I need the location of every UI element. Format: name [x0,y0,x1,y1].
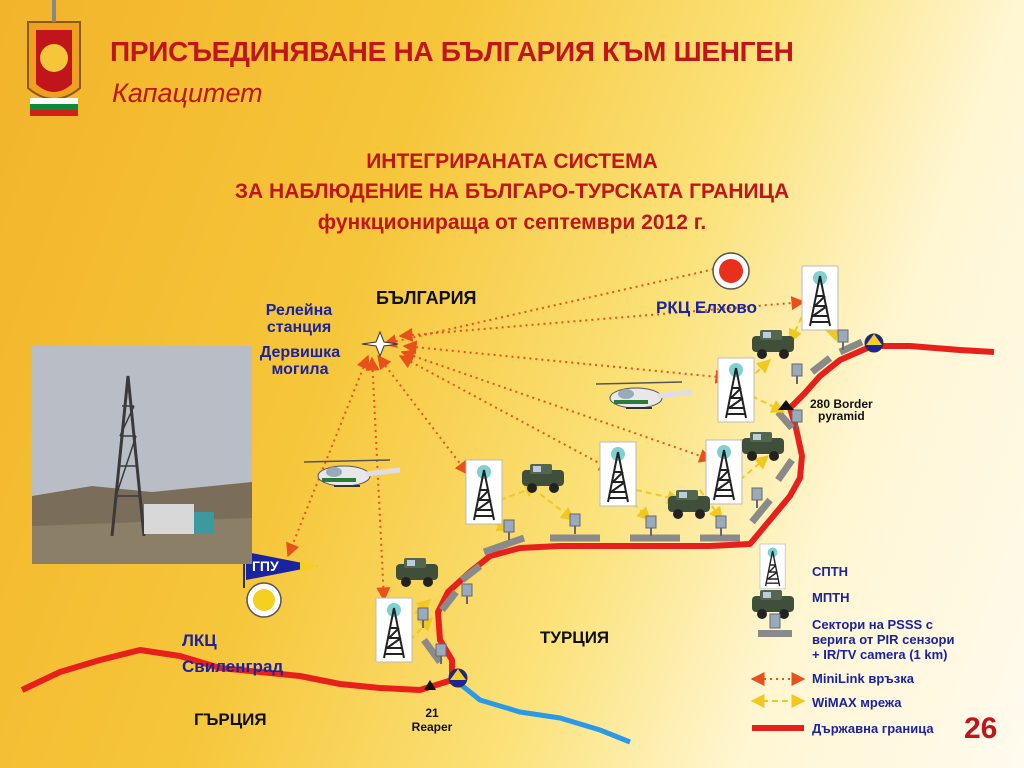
minilink-links [286,261,806,602]
legend-psss: Сектори на PSSS с верига от PIR сензори … [812,617,954,662]
heading-line-3: функционираща от септември 2012 г. [317,211,707,234]
page-subtitle: Капацитет [112,78,263,108]
lkc-label: ЛКЦ Свиленград [182,628,283,680]
legend-psss-line: верига от PIR сензори [812,632,955,647]
pyramid-label-line: pyramid [818,409,865,423]
mptn-vehicle [742,432,784,461]
heading-line-2: ЗА НАБЛЮДЕНИЕ НА БЪЛГАРО-ТУРСКАТА ГРАНИЦ… [234,180,790,203]
page-title: ПРИСЪЕДИНЯВАНЕ НА БЪЛГАРИЯ КЪМ ШЕНГЕН [110,36,794,67]
sptn-tower [717,357,755,423]
lkc-label-line: ЛКЦ [182,631,217,650]
bulgaria-label: БЪЛГАРИЯ [376,288,477,308]
legend-psss-line: Сектори на PSSS с [812,617,934,632]
reaper-label-line: 21 [425,706,439,720]
relay-label-line: станция [266,319,332,336]
sptn-tower [801,265,839,331]
mptn-vehicle [752,330,794,359]
relay-label-line: Релейна [265,302,333,319]
sptn-tower [599,441,637,507]
gpu-label: ГПУ [252,558,279,574]
reaper-label: 21 Reaper [404,706,460,734]
pyramid-label-line: 280 Border [810,397,873,411]
relay-name-label: Дервишка могила [248,344,352,378]
lkc-label-line: Свиленград [182,657,284,676]
lkc-marker-icon [246,582,282,618]
state-border [20,343,995,693]
relay-label-line: Дервишка [259,344,341,361]
tripoint-markers [424,333,884,690]
relay-tower-photo [32,346,252,564]
rkc-marker-icon [712,252,750,290]
sptn-tower [375,597,413,663]
relay-station-icon [361,330,399,358]
legend-psss-line: + IR/TV camera (1 km) [812,647,948,662]
helicopter-icon [596,382,692,408]
legend-sptn: СПТН [812,564,849,579]
police-emblem [27,0,81,116]
greece-label: ГЪРЦИЯ [194,710,267,729]
sptn-tower [465,459,503,525]
relay-label: Релейна станция [256,302,342,336]
relay-label-line: могила [271,361,329,378]
turkey-label: ТУРЦИЯ [540,628,610,647]
mptn-vehicle [522,464,564,493]
legend-graphics [750,543,806,731]
legend-minilink: MiniLink връзка [812,671,914,686]
helicopter-icon [304,460,400,486]
heading-line-1: ИНТЕГРИРАНАТА СИСТЕМА [366,150,658,173]
legend-wimax: WiMAX мрежа [812,695,902,710]
river [458,682,631,745]
legend-mptn: МПТН [812,590,850,605]
rkc-label: РКЦ Елхово [656,298,758,317]
legend-border: Държавна граница [812,721,934,736]
border-pyramid-label: 280 Border pyramid [810,398,873,422]
reaper-label-line: Reaper [411,720,453,734]
mptn-vehicle [396,558,438,587]
psss-sectors [421,338,864,665]
page-number: 26 [964,712,998,745]
sptn-tower [705,439,743,505]
